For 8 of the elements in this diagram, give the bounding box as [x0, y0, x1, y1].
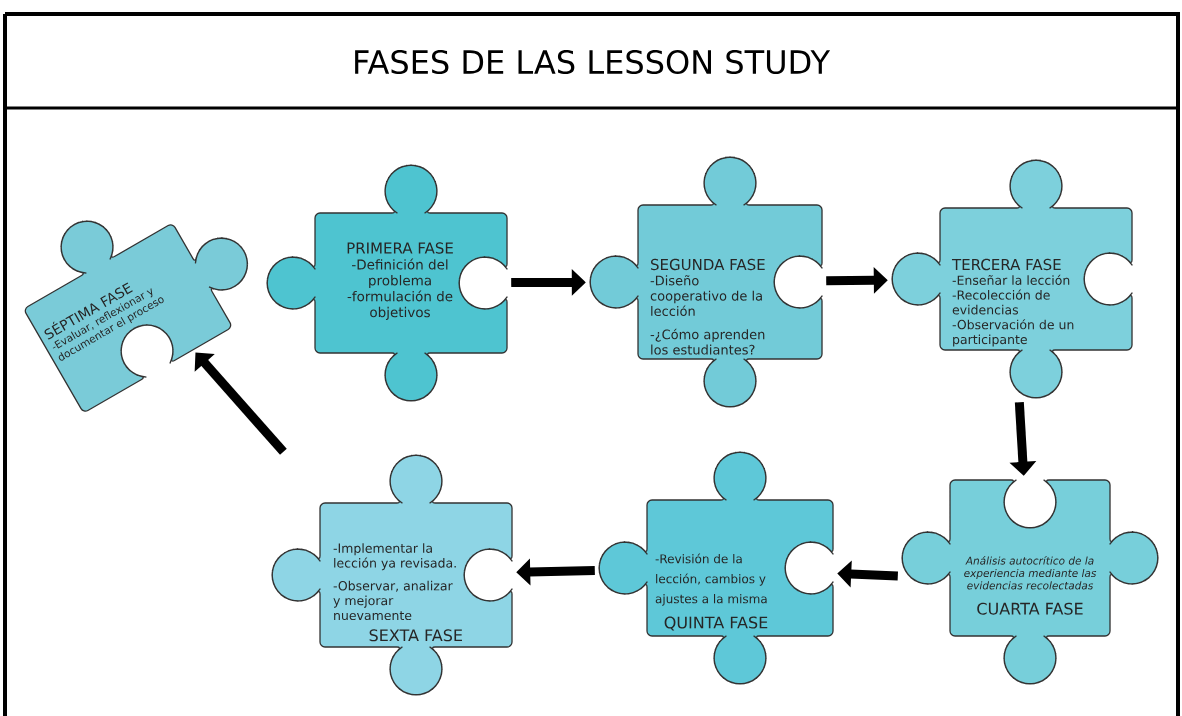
puzzle-piece: SEGUNDA FASE -Diseño cooperativo de la lección -¿Cómo aprenden los estudiantes?	[589, 156, 823, 408]
puzzle-piece: TERCERA FASE -Enseñar la lección -Recolección de evidencias -Observación de un participante	[891, 159, 1133, 399]
puzzle-piece: Análisis autocrítico de la experiencia mediante las evidencias recolectadas CUARTA FASE	[901, 479, 1159, 685]
arrow	[194, 352, 287, 455]
puzzle-piece: -Implementar la lección ya revisada. -Observar, analizar y mejorar nuevamente SEXTA FASE	[271, 454, 513, 696]
puzzle-piece: PRIMERA FASE -Definición del problema -formulación de objetivos	[266, 164, 508, 402]
title: FASES DE LAS LESSON STUDY	[355, 49, 831, 75]
puzzle-piece: -Revisión de la lección, cambios y ajustes a la misma QUINTA FASE	[598, 451, 834, 685]
